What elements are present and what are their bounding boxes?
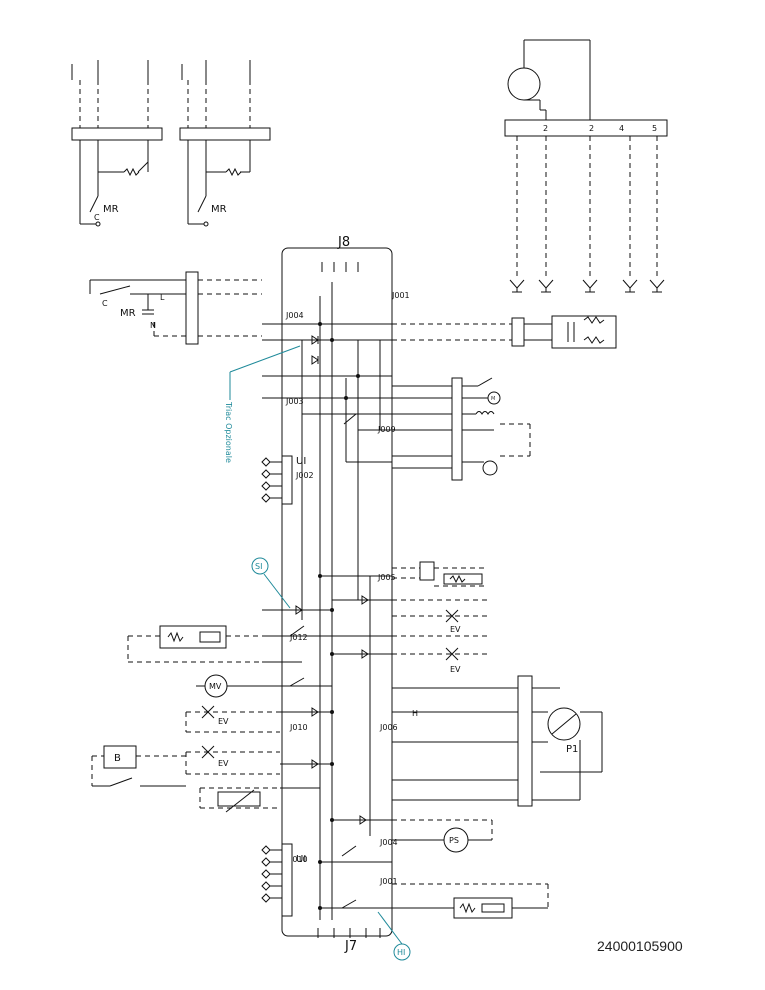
b-label: B <box>114 753 121 764</box>
motor-m-label: M <box>491 396 495 402</box>
motor-icon <box>507 67 541 101</box>
si-callout: SI <box>251 557 291 609</box>
connector-label-8: J010 <box>289 723 308 732</box>
connector-j8-label: J8 <box>337 235 350 250</box>
terminal-2: 2 <box>543 124 548 133</box>
ps-heater-group: PS <box>392 819 549 919</box>
b-sensor-box <box>103 745 137 769</box>
ntc-sensor <box>217 791 261 807</box>
terminal-block <box>504 119 668 137</box>
mr-label-left: MR <box>103 204 119 215</box>
mr-c-label: C <box>102 299 108 308</box>
hi-callout: HI <box>377 911 411 961</box>
triac-callout-text: Triac Opzionale <box>224 401 233 463</box>
p1-label: P1 <box>566 744 578 755</box>
ui-connector-top <box>261 455 293 505</box>
heater-top <box>443 573 483 585</box>
document-number: 24000105900 <box>597 938 683 954</box>
h-label: H <box>412 709 418 718</box>
connector-label-2: J004 <box>285 311 304 320</box>
mr-label-board: MR <box>120 308 136 319</box>
left-loads-group: MV EV EV B <box>91 625 280 813</box>
ui-label-bottom: UI <box>296 854 306 865</box>
right-upper-connections: M <box>392 315 617 481</box>
hi-callout-label: HI <box>397 948 405 957</box>
right-valve-group: EV EV <box>392 561 488 674</box>
si-callout-label: SI <box>255 562 262 571</box>
light-icon <box>482 460 498 476</box>
connector-label-3: J003 <box>285 397 304 406</box>
triac-callout: Triac Opzionale <box>224 345 301 463</box>
mr-switch-left-group: MR C L N <box>89 271 262 345</box>
ui-label-top: UI <box>296 456 306 467</box>
ev-label-1: EV <box>450 625 461 634</box>
terminal-2b: 2 <box>589 124 594 133</box>
pressostat-group: H P1 <box>392 675 603 807</box>
terminal-4: 4 <box>619 124 624 133</box>
pump-unit <box>551 315 617 349</box>
connector-label-6: J005 <box>377 573 396 582</box>
mr-l-label: L <box>160 293 165 302</box>
connector-label-1: J001 <box>391 291 410 300</box>
terminal-5: 5 <box>652 124 657 133</box>
supply-connector-right: MR <box>179 60 271 227</box>
ev-label-3: EV <box>218 717 229 726</box>
ui-connector-bottom <box>261 843 293 917</box>
connector-label-12: J001 <box>379 877 398 886</box>
motor-terminal-group: 2 2 4 5 <box>504 39 668 293</box>
connector-label-7: J012 <box>289 633 308 642</box>
connector-label-10: J004 <box>379 838 398 847</box>
motor-m-icon <box>487 391 501 405</box>
control-board: J8 J7 J001 J004 J003 J009 J002 J005 J012… <box>262 235 410 954</box>
connector-j7-label: J7 <box>344 939 357 954</box>
connector-label-5: J002 <box>295 471 314 480</box>
connector-label-9: J006 <box>379 723 398 732</box>
ev-label-2: EV <box>450 665 461 674</box>
mr-contact-c-left: C <box>94 213 100 222</box>
ev-label-4: EV <box>218 759 229 768</box>
supply-connector-left: MR C <box>71 60 163 227</box>
mr-n-label: N <box>150 321 156 330</box>
ps-label: PS <box>449 836 459 845</box>
mr-label-right: MR <box>211 204 227 215</box>
mv-label: MV <box>209 682 222 691</box>
connector-label-11: J010 <box>289 855 308 864</box>
